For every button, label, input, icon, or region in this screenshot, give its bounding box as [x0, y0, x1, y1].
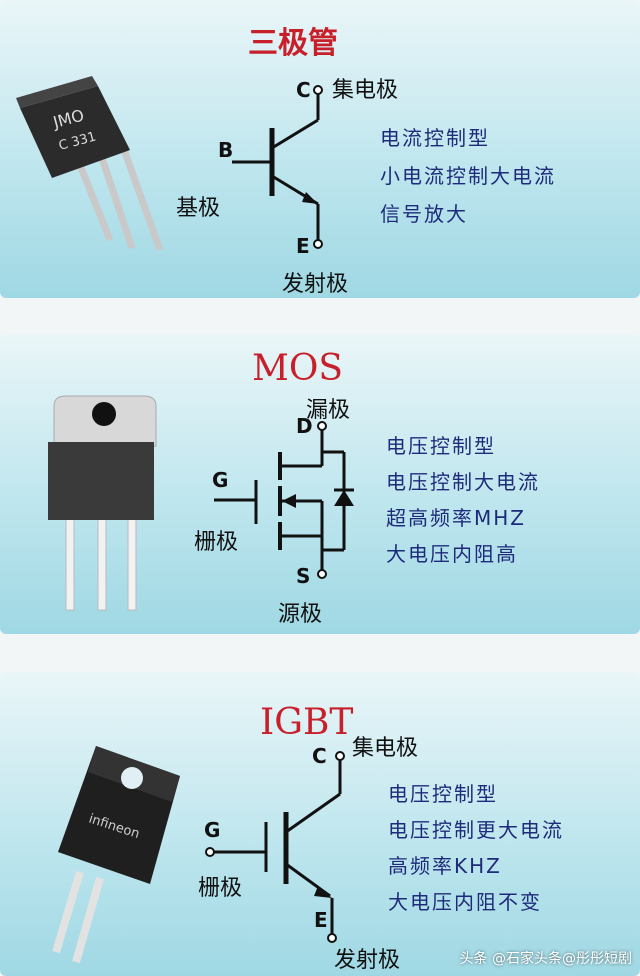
- pin-e-label: E: [314, 908, 328, 932]
- pin-s-label: S: [296, 564, 311, 588]
- mos-feature-3: 超高频率MHZ: [386, 506, 526, 530]
- emitter-label: 发射极: [334, 948, 401, 973]
- emitter-label: 发射极: [282, 272, 349, 297]
- pin-b-label: B: [218, 138, 234, 162]
- mos-panel: MOS 漏极 D G 栅极 S 源极 电压控制型 电压控制大电流 超高频率MHZ: [0, 334, 640, 634]
- igbt-feature-3: 高频率KHZ: [388, 854, 502, 878]
- pin-e-label: E: [296, 234, 310, 258]
- transistor-feature-1: 电流控制型: [380, 126, 490, 150]
- igbt-feature-1: 电压控制型: [388, 782, 498, 806]
- pin-c-label: C: [296, 78, 311, 102]
- igbt-feature-4: 大电压内阻不变: [388, 890, 542, 914]
- collector-label: 集电极: [352, 736, 419, 761]
- igbt-title: IGBT: [260, 702, 354, 743]
- source-label: 源极: [278, 602, 323, 627]
- transistor-feature-3: 信号放大: [380, 202, 468, 226]
- mos-feature-4: 大电压内阻高: [386, 542, 518, 566]
- gate-label: 栅极: [194, 530, 239, 555]
- pin-g-label: G: [212, 468, 229, 492]
- transistor-panel: 三极管 JMO C 331 C 集电极 B 基极 E 发射极 电流控制型 小电流…: [0, 0, 640, 298]
- igbt-panel: IGBT infineon C 集电极 G 栅极 E 发射极 电压控制型 电压控…: [0, 672, 640, 976]
- igbt-feature-2: 电压控制更大电流: [388, 818, 564, 842]
- mosfet-symbol: [214, 421, 354, 579]
- transistor-component-image: JMO C 331: [16, 76, 164, 252]
- mos-title: MOS: [252, 348, 344, 389]
- pin-c-label: C: [312, 744, 327, 768]
- mos-component-image: [48, 395, 157, 611]
- pin-g-label: G: [204, 818, 221, 842]
- bjt-symbol: [232, 85, 323, 249]
- mos-feature-1: 电压控制型: [386, 434, 496, 458]
- pin-d-label: D: [296, 414, 313, 438]
- collector-label: 集电极: [332, 78, 399, 103]
- base-label: 基极: [176, 196, 221, 221]
- gate-label: 栅极: [198, 876, 243, 901]
- igbt-component-image: infineon: [52, 746, 180, 964]
- drain-label: 漏极: [306, 398, 351, 423]
- igbt-symbol: [205, 751, 345, 943]
- transistor-feature-2: 小电流控制大电流: [380, 164, 556, 188]
- transistor-title: 三极管: [248, 26, 338, 61]
- mos-feature-2: 电压控制大电流: [386, 470, 540, 494]
- watermark-text: 头条 @石家头条@彤彤短剧: [459, 951, 632, 967]
